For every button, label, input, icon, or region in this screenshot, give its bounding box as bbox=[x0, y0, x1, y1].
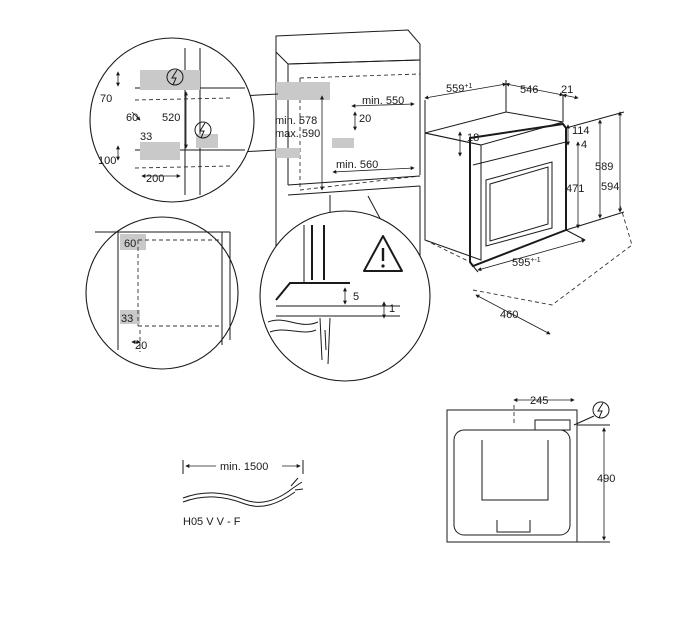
label-socket-low-c: 200 bbox=[146, 173, 164, 185]
label-niche-width: min. 560 bbox=[336, 159, 378, 171]
label-cable-length: min. 1500 bbox=[220, 461, 268, 473]
label-oven-depth: 546 bbox=[520, 84, 538, 96]
label-niche-height-min: min. 578 bbox=[275, 115, 317, 127]
label-panel-height: 114 bbox=[572, 125, 590, 137]
oven-isometric-drawing: 559+1 546 21 18 114 4 589 594 471 595+-1… bbox=[424, 80, 633, 335]
label-vent-top: 60 bbox=[124, 238, 136, 250]
label-socket-low-b: 100 bbox=[98, 155, 116, 167]
power-cable-drawing: min. 1500 H05 V V - F bbox=[182, 460, 304, 528]
label-socket-low-a: 33 bbox=[140, 131, 152, 143]
label-floor-gap: 5 bbox=[353, 291, 359, 303]
label-floor-step: 1 bbox=[389, 303, 395, 315]
label-top-offset: 18 bbox=[467, 132, 479, 144]
label-vent-side: 20 bbox=[135, 340, 147, 352]
label-cable-type: H05 V V - F bbox=[183, 516, 241, 528]
oven-back-view: 245 490 bbox=[446, 395, 615, 543]
ventilation-callout: 60 33 20 bbox=[85, 216, 239, 370]
label-socket-top-a: 70 bbox=[100, 93, 112, 105]
label-socket-height: 520 bbox=[162, 112, 180, 124]
label-niche-gap: 20 bbox=[359, 113, 371, 125]
electric-bolt-icon bbox=[592, 401, 610, 419]
electric-bolt-icon bbox=[194, 121, 212, 139]
electric-bolt-icon bbox=[166, 68, 184, 86]
label-oven-width: 559+1 bbox=[446, 83, 472, 95]
label-base-depth: 460 bbox=[500, 309, 518, 321]
socket-zone-callout: 70 60 520 33 100 200 bbox=[89, 37, 255, 203]
label-vent-bottom: 33 bbox=[121, 313, 133, 325]
label-total-height: 594 bbox=[601, 181, 619, 193]
label-back-width: 245 bbox=[530, 395, 548, 407]
label-panel-gap: 4 bbox=[581, 139, 587, 151]
label-niche-depth: min. 550 bbox=[362, 95, 404, 107]
label-front-width: 595+-1 bbox=[512, 257, 541, 269]
cabinet-niche-drawing: min. 550 min. 578 max. 590 20 min. 560 bbox=[239, 29, 421, 258]
label-body-height: 589 bbox=[595, 161, 613, 173]
label-niche-height-max: max. 590 bbox=[275, 128, 320, 140]
label-back-height: 490 bbox=[597, 473, 615, 485]
warning-triangle-icon bbox=[363, 235, 403, 272]
label-door-height: 471 bbox=[566, 183, 584, 195]
label-door-depth: 21 bbox=[561, 84, 573, 96]
label-socket-top-b: 60 bbox=[126, 112, 138, 124]
floor-detail-callout: 5 1 bbox=[259, 210, 431, 382]
